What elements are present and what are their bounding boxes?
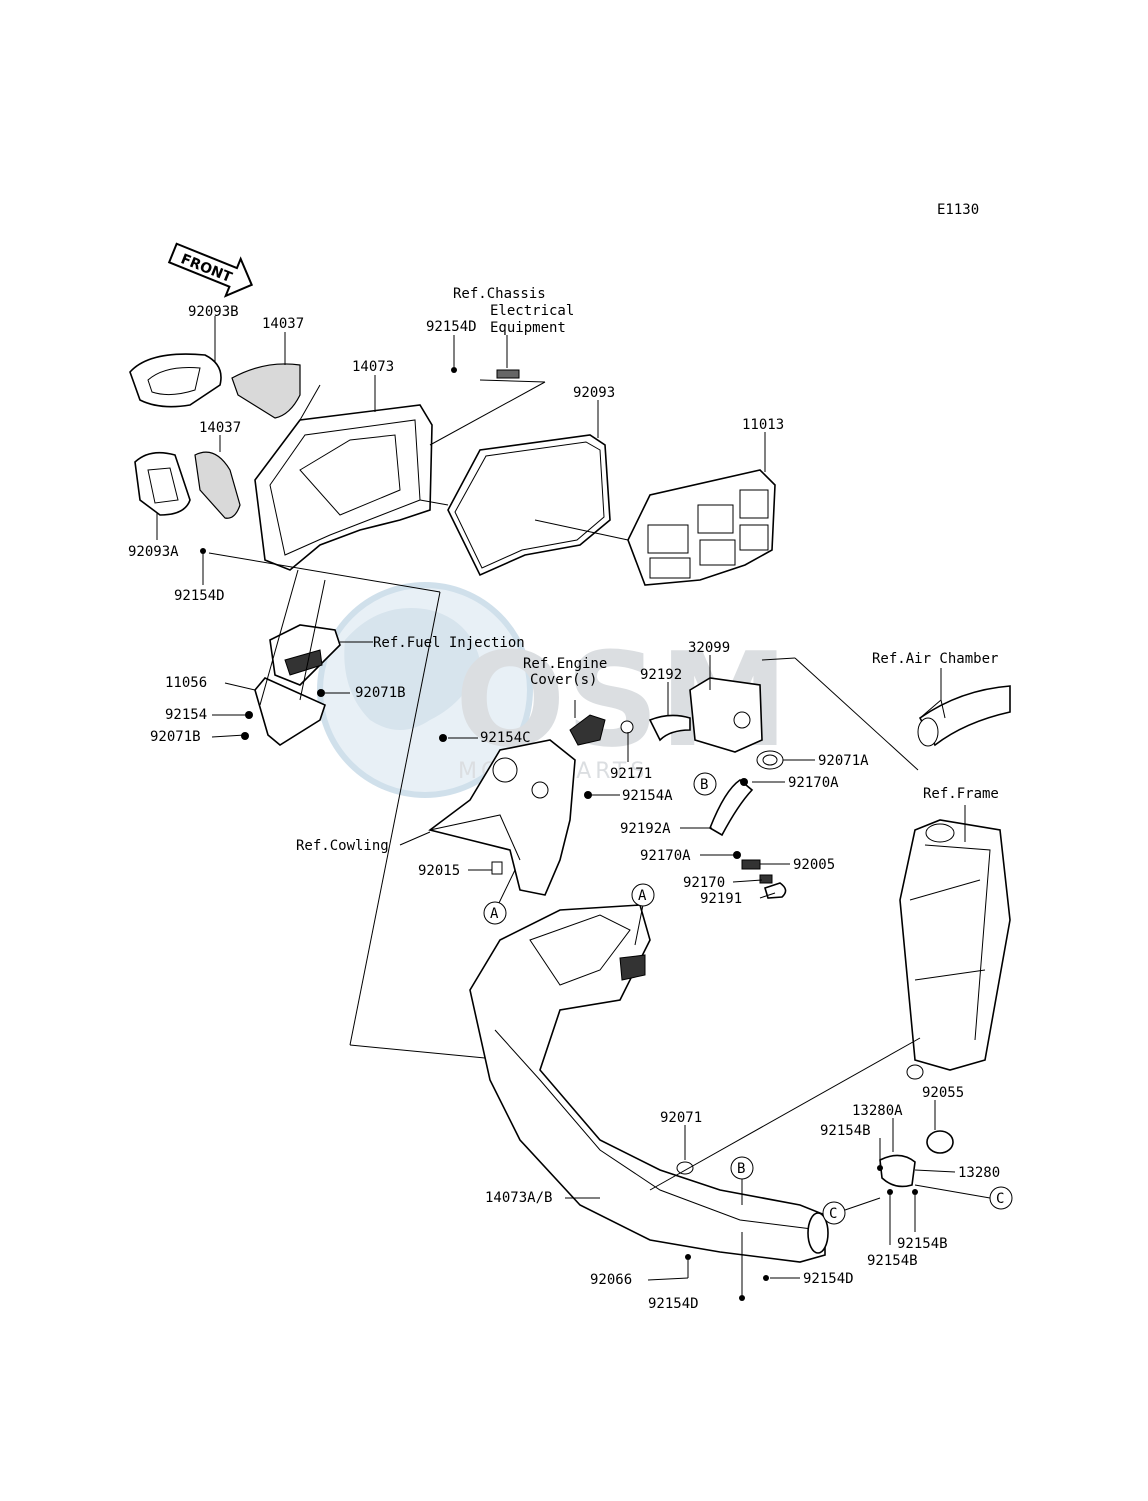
callout-92071: 92071 <box>660 1110 702 1126</box>
ref-air-chamber: Ref.Air Chamber <box>872 651 998 667</box>
callout-92192: 92192 <box>640 667 682 683</box>
callout-92093A: 92093A <box>128 544 179 560</box>
callout-92093: 92093 <box>573 385 615 401</box>
ref-engine-line2: Cover(s) <box>530 672 597 688</box>
marker-C2-label: C <box>996 1191 1004 1207</box>
callout-92093B: 92093B <box>188 304 239 320</box>
part-32099-box <box>648 677 763 753</box>
ref-frame: Ref.Frame <box>923 786 999 802</box>
marker-C1-label: C <box>829 1206 837 1222</box>
callout-14037-top: 14037 <box>262 316 304 332</box>
callout-32099: 32099 <box>688 640 730 656</box>
callout-92071A: 92071A <box>818 753 869 769</box>
callout-92066: 92066 <box>590 1272 632 1288</box>
callout-92154D-bot1: 92154D <box>803 1271 854 1287</box>
part-11013-air-filter <box>627 469 776 586</box>
part-92093A-duct <box>134 451 191 516</box>
leader-lines <box>156 316 991 1295</box>
callout-92154D-top: 92154D <box>426 319 477 335</box>
callout-14073: 14073 <box>352 359 394 375</box>
callout-92170A-top: 92170A <box>788 775 839 791</box>
part-92071-grommet-lower <box>676 1161 694 1175</box>
marker-A2-label: A <box>638 888 647 904</box>
callout-11013: 11013 <box>742 417 784 433</box>
ref-chassis-line3: Equipment <box>490 320 566 336</box>
callout-92154D-bot2: 92154D <box>648 1296 699 1312</box>
front-arrow-icon: FRONT <box>167 242 254 298</box>
callout-92154B-top: 92154B <box>820 1123 871 1139</box>
part-14037-screen-mid <box>194 451 241 519</box>
part-92005-fitting <box>741 859 787 899</box>
callout-13280: 13280 <box>958 1165 1000 1181</box>
marker-B2-label: B <box>737 1161 745 1177</box>
part-14073-airbox-upper <box>254 404 433 571</box>
callout-92192A: 92192A <box>620 821 671 837</box>
marker-A1-label: A <box>490 906 499 922</box>
marker-B1-label: B <box>700 777 708 793</box>
ref-chassis-line2: Electrical <box>490 303 574 319</box>
callout-92154B-bot: 92154B <box>867 1253 918 1269</box>
part-11056-bracket <box>254 677 326 746</box>
marker-B2: B <box>730 1156 754 1180</box>
part-14073AB-main-duct <box>469 904 829 1263</box>
part-92093B-duct <box>129 353 222 408</box>
callout-92071B-left: 92071B <box>150 729 201 745</box>
callout-92154A: 92154A <box>622 788 673 804</box>
part-14037-screen-top <box>231 363 301 419</box>
callout-14073AB: 14073A/B <box>485 1190 552 1206</box>
callout-92055: 92055 <box>922 1085 964 1101</box>
callout-11056: 11056 <box>165 675 207 691</box>
part-air-chamber-hose <box>917 685 1011 747</box>
ref-chassis-line1: Ref.Chassis <box>453 286 546 302</box>
marker-A1: A <box>483 901 507 925</box>
diagram-code: E1130 <box>937 202 979 218</box>
ref-fuel-injection: Ref.Fuel Injection <box>373 635 525 651</box>
marker-C1: C <box>822 1201 846 1225</box>
marker-C2: C <box>989 1186 1013 1210</box>
callout-13280A: 13280A <box>852 1103 903 1119</box>
part-frame <box>899 819 1011 1080</box>
ref-cowling: Ref.Cowling <box>296 838 389 854</box>
part-center-bracket <box>428 739 576 896</box>
part-engine-cover-sensor <box>569 714 634 746</box>
part-92093-gasket <box>447 434 611 577</box>
ref-engine-line1: Ref.Engine <box>523 656 607 672</box>
part-92055-oring <box>926 1130 954 1154</box>
callout-92005: 92005 <box>793 857 835 873</box>
part-13280-clamp <box>879 1154 916 1188</box>
callout-92015: 92015 <box>418 863 460 879</box>
callout-92171: 92171 <box>610 766 652 782</box>
callout-92170: 92170 <box>683 875 725 891</box>
callout-92071B-right: 92071B <box>355 685 406 701</box>
callout-92154: 92154 <box>165 707 207 723</box>
callout-92154D-left: 92154D <box>174 588 225 604</box>
callout-92170A-mid: 92170A <box>640 848 691 864</box>
part-fuel-injection-duct <box>269 624 341 686</box>
callout-92191: 92191 <box>700 891 742 907</box>
marker-A2: A <box>631 883 655 907</box>
part-92192A-hose <box>709 779 754 837</box>
fasteners <box>200 367 918 1301</box>
callout-14037-mid: 14037 <box>199 420 241 436</box>
callout-92154C: 92154C <box>480 730 531 746</box>
callout-92154B-mid: 92154B <box>897 1236 948 1252</box>
marker-B1: B <box>693 772 717 796</box>
part-92071A-grommet <box>756 750 784 770</box>
